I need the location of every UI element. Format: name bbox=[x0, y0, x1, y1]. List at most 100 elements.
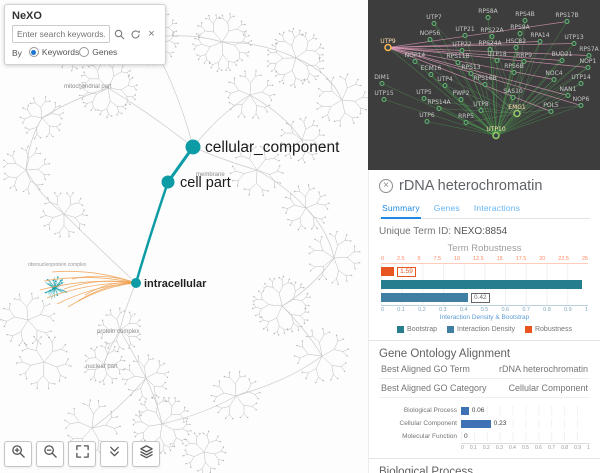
gene-node[interactable] bbox=[513, 109, 521, 118]
tree-label[interactable]: cellular_component bbox=[205, 139, 340, 156]
gene-label[interactable]: SAS10 bbox=[503, 88, 523, 95]
gene-node[interactable] bbox=[522, 18, 528, 23]
gene-node[interactable] bbox=[585, 65, 591, 70]
gene-label[interactable]: UTP9 bbox=[380, 38, 396, 45]
gene-label[interactable]: RPS17B bbox=[555, 12, 578, 19]
gene-label[interactable]: RPS11B bbox=[446, 53, 469, 60]
gene-label[interactable]: UTP7 bbox=[426, 14, 442, 21]
gene-node[interactable] bbox=[511, 70, 517, 75]
gene-label[interactable]: RPS24A bbox=[478, 40, 502, 47]
ontology-node-cellular-component[interactable] bbox=[185, 139, 201, 155]
gene-node[interactable] bbox=[489, 34, 495, 39]
gene-label[interactable]: UTP6 bbox=[419, 112, 435, 119]
gene-node[interactable] bbox=[462, 33, 468, 38]
tree-label[interactable]: nuclear part bbox=[86, 364, 118, 370]
gene-node[interactable] bbox=[431, 21, 437, 26]
gene-label[interactable]: RRP9 bbox=[516, 52, 532, 59]
gene-label[interactable]: BUD21 bbox=[552, 51, 573, 58]
gene-label[interactable]: UTP8 bbox=[473, 101, 489, 108]
gene-node[interactable] bbox=[517, 31, 523, 36]
search-mode-genes[interactable]: Genes bbox=[79, 47, 117, 57]
reset-search-icon[interactable] bbox=[129, 28, 142, 41]
gene-node[interactable] bbox=[459, 48, 465, 53]
tree-label[interactable]: intracellular bbox=[144, 278, 207, 290]
zoom-in-button[interactable] bbox=[4, 441, 32, 467]
gene-label[interactable]: NOP6 bbox=[573, 96, 590, 103]
gene-node[interactable] bbox=[510, 95, 516, 100]
gene-node[interactable] bbox=[379, 81, 385, 86]
gene-label[interactable]: RPS8A bbox=[478, 8, 498, 15]
gene-label[interactable]: RPS16B bbox=[473, 75, 496, 82]
gene-node[interactable] bbox=[384, 43, 392, 52]
gene-node[interactable] bbox=[586, 53, 592, 58]
collapse-tree-button[interactable] bbox=[100, 441, 128, 467]
gene-node[interactable] bbox=[428, 72, 434, 77]
gene-label[interactable]: NAN1 bbox=[560, 86, 577, 93]
gene-node[interactable] bbox=[427, 37, 433, 42]
gene-label[interactable]: NOC4 bbox=[545, 70, 562, 77]
gene-label[interactable]: UTP4 bbox=[437, 76, 453, 83]
gene-label[interactable]: POL5 bbox=[543, 102, 559, 109]
gene-label[interactable]: RPS6B bbox=[504, 63, 524, 70]
ontology-node-cell-part[interactable] bbox=[161, 175, 175, 189]
gene-label[interactable]: RPS22A bbox=[480, 27, 504, 34]
gene-label[interactable]: RPS14A bbox=[427, 99, 451, 106]
gene-node[interactable] bbox=[564, 19, 570, 24]
gene-label[interactable]: PWP2 bbox=[453, 90, 470, 97]
search-icon[interactable] bbox=[113, 28, 126, 41]
tab-genes[interactable]: Genes bbox=[433, 203, 460, 213]
gene-node[interactable] bbox=[442, 83, 448, 88]
gene-label[interactable]: RPS13 bbox=[461, 64, 480, 71]
gene-network-panel[interactable]: UTP7 RPS8A RPS4B RPS17B NOP56 UTP21 RPS22A RPS9… bbox=[368, 0, 600, 170]
gene-label[interactable]: UTP21 bbox=[455, 26, 474, 33]
gene-label[interactable]: NOP14 bbox=[405, 52, 426, 59]
radio-icon[interactable] bbox=[28, 47, 39, 57]
gene-label[interactable]: DIM1 bbox=[374, 74, 390, 81]
tab-interactions[interactable]: Interactions bbox=[473, 203, 521, 213]
gene-label[interactable]: NOP56 bbox=[420, 30, 441, 37]
gene-node[interactable] bbox=[463, 120, 469, 125]
gene-label[interactable]: UTP5 bbox=[416, 89, 432, 96]
tree-label[interactable]: protein complex bbox=[97, 329, 139, 335]
gene-node[interactable] bbox=[424, 119, 430, 124]
gene-node[interactable] bbox=[571, 41, 577, 46]
gene-node[interactable] bbox=[559, 58, 565, 63]
zoom-out-button[interactable] bbox=[36, 441, 64, 467]
gene-label[interactable]: RPS9A bbox=[510, 24, 530, 31]
ontology-node-intracellular[interactable] bbox=[131, 278, 141, 288]
close-icon[interactable]: × bbox=[379, 179, 393, 193]
search-mode-keywords[interactable]: Keywords bbox=[28, 47, 79, 57]
gene-node[interactable] bbox=[458, 97, 464, 102]
gene-node[interactable] bbox=[578, 103, 584, 108]
gene-label[interactable]: EMG1 bbox=[508, 104, 526, 111]
gene-label[interactable]: UTP18 bbox=[487, 51, 506, 58]
gene-label[interactable]: RPS4B bbox=[515, 11, 535, 18]
tree-label[interactable]: cell part bbox=[180, 175, 231, 191]
gene-node[interactable] bbox=[521, 59, 527, 64]
gene-node[interactable] bbox=[565, 93, 571, 98]
gene-node[interactable] bbox=[381, 97, 387, 102]
gene-label[interactable]: UTP10 bbox=[486, 126, 505, 133]
gene-label[interactable]: UTP15 bbox=[374, 90, 393, 97]
gene-node[interactable] bbox=[487, 47, 493, 52]
search-input[interactable] bbox=[12, 25, 110, 43]
layers-button[interactable] bbox=[132, 441, 160, 467]
gene-node[interactable] bbox=[455, 60, 461, 65]
gene-node[interactable] bbox=[494, 58, 500, 63]
gene-node[interactable] bbox=[548, 109, 554, 114]
gene-label[interactable]: RPA14 bbox=[530, 32, 549, 39]
gene-node[interactable] bbox=[468, 71, 474, 76]
gene-label[interactable]: RPS7A bbox=[579, 46, 599, 53]
gene-node[interactable] bbox=[492, 131, 500, 140]
gene-label[interactable]: ECM16 bbox=[421, 65, 442, 72]
gene-node[interactable] bbox=[478, 108, 484, 113]
gene-node[interactable] bbox=[421, 96, 427, 101]
tree-label[interactable]: mitochondrial part bbox=[64, 84, 112, 90]
gene-node[interactable] bbox=[482, 82, 488, 87]
tab-summary[interactable]: Summary bbox=[381, 201, 421, 219]
fit-screen-button[interactable] bbox=[68, 441, 96, 467]
tree-label[interactable]: membrane bbox=[196, 172, 225, 178]
gene-label[interactable]: NOP1 bbox=[580, 58, 597, 65]
gene-network-canvas[interactable]: UTP7 RPS8A RPS4B RPS17B NOP56 UTP21 RPS22A RPS9… bbox=[368, 0, 600, 170]
